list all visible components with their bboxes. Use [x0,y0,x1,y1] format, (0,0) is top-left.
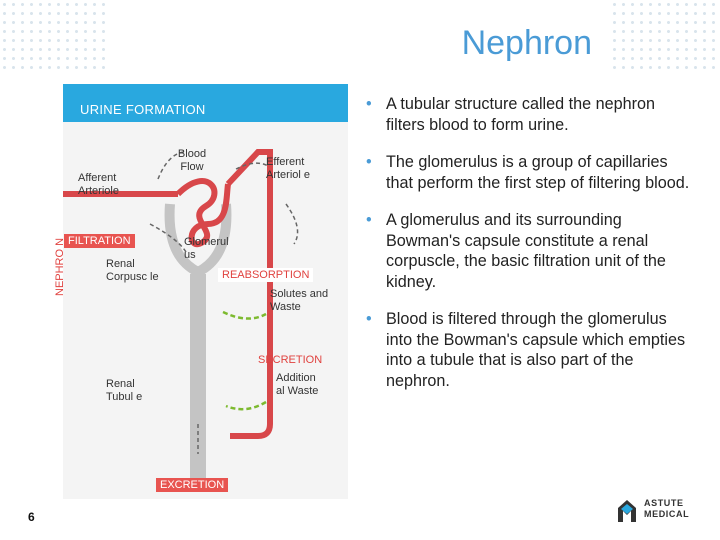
reabsorption-arrow [222,310,267,320]
bullet-text: A tubular structure called the nephron f… [386,95,656,134]
renal-tubule-label: Renal Tubul e [106,378,143,403]
bullet-item: •A glomerulus and its surrounding Bowman… [366,211,666,291]
bowman-capsule [164,203,232,278]
side-arrow [285,203,299,245]
banner-label: URINE FORMATION [80,102,206,117]
afferent-label: Afferent Arteriole [78,172,119,197]
glomerulus-label: Glomerul us [184,236,229,261]
dot-pattern-right [610,0,720,70]
logo-mark-icon [618,500,636,522]
filtration-arrow [149,223,187,253]
nephron-label: NEPHRO N [54,237,66,296]
solutes-label: Solutes and Waste [270,288,329,313]
bullet-text: The glomerulus is a group of capillaries… [386,153,690,192]
excretion-tag: EXCRETION [156,478,229,492]
bullet-item: •A tubular structure called the nephron … [366,95,656,134]
nephron-illustration [63,149,299,484]
reabsorption-tag: REABSORPTION [218,268,314,282]
urine-formation-diagram: URINE FORMATION Afferent Arteriole Blood… [54,84,348,504]
renal-corpuscle-label: Renal Corpusc le [106,258,159,283]
filtration-tag: FILTRATION [64,234,135,248]
logo-text: ASTUTE MEDICAL [644,498,690,519]
efferent-vessel [225,149,273,439]
bullet-text: Blood is filtered through the glomerulus… [386,310,686,390]
glomerulus-vessel [175,178,231,248]
bullet-item: •Blood is filtered through the glomerulu… [366,310,686,390]
page-number: 6 [28,510,35,524]
secretion-arrow [225,400,267,411]
efferent-label: Efferent Arteriol e [266,156,311,181]
blood-flow-arrow [157,151,185,180]
slide-title: Nephron [461,24,592,62]
additional-waste-label: Addition al Waste [276,372,319,397]
efferent-arrow [235,162,269,170]
blood-flow-label: Blood Flow [177,148,207,173]
bullet-list: •A tubular structure called the nephron … [366,94,696,408]
astute-medical-logo: ASTUTE MEDICAL [616,496,712,524]
secretion-label: SECRETION [258,354,323,366]
dot-pattern-left [0,0,110,70]
bullet-text: A glomerulus and its surrounding Bowman'… [386,211,666,291]
diagram-banner [63,84,348,122]
bullet-item: •The glomerulus is a group of capillarie… [366,153,690,192]
